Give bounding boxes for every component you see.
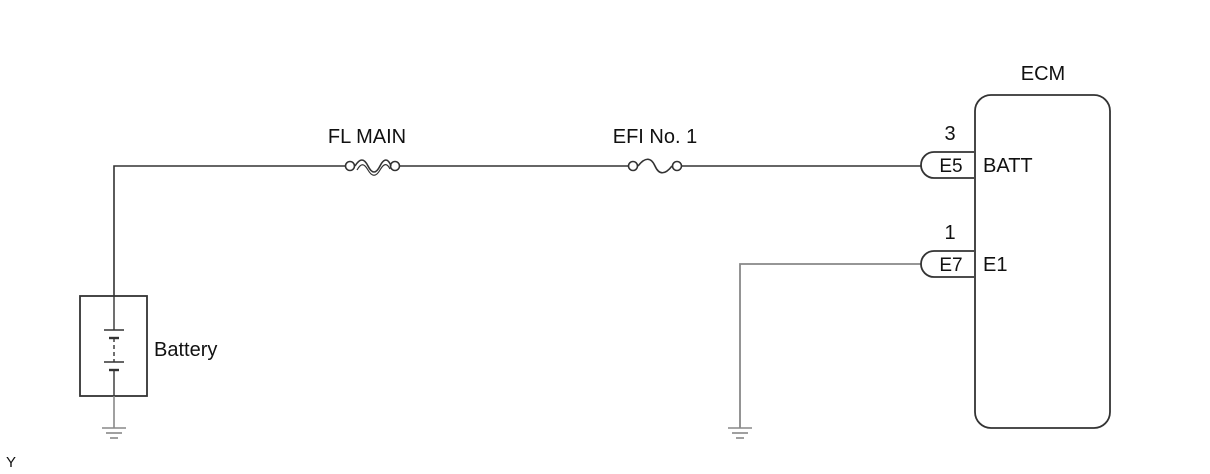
ecm-label: ECM (1021, 63, 1065, 85)
fuse-icon (627, 158, 683, 174)
battery-label: Battery (154, 339, 217, 361)
ground-wire (739, 263, 922, 428)
battery-icon (79, 295, 148, 397)
connector-e5: E5 (920, 151, 974, 179)
ecm-box (974, 94, 1111, 429)
pin-number-batt: 3 (944, 123, 955, 145)
connector-e7-label: E7 (939, 255, 962, 276)
corner-mark: Y (6, 454, 16, 471)
connector-e7: E7 (920, 250, 974, 278)
connector-e5-label: E5 (939, 156, 962, 177)
fuse-efi-label: EFI No. 1 (613, 126, 697, 148)
terminal-e1-label: E1 (983, 254, 1007, 276)
power-wire (113, 165, 922, 296)
fusible-link-icon (344, 159, 401, 176)
fuse-main-label: FL MAIN (328, 126, 406, 148)
ground-icon (728, 427, 752, 439)
pin-number-e1: 1 (944, 222, 955, 244)
terminal-batt-label: BATT (983, 155, 1033, 177)
ground-icon (102, 396, 126, 439)
